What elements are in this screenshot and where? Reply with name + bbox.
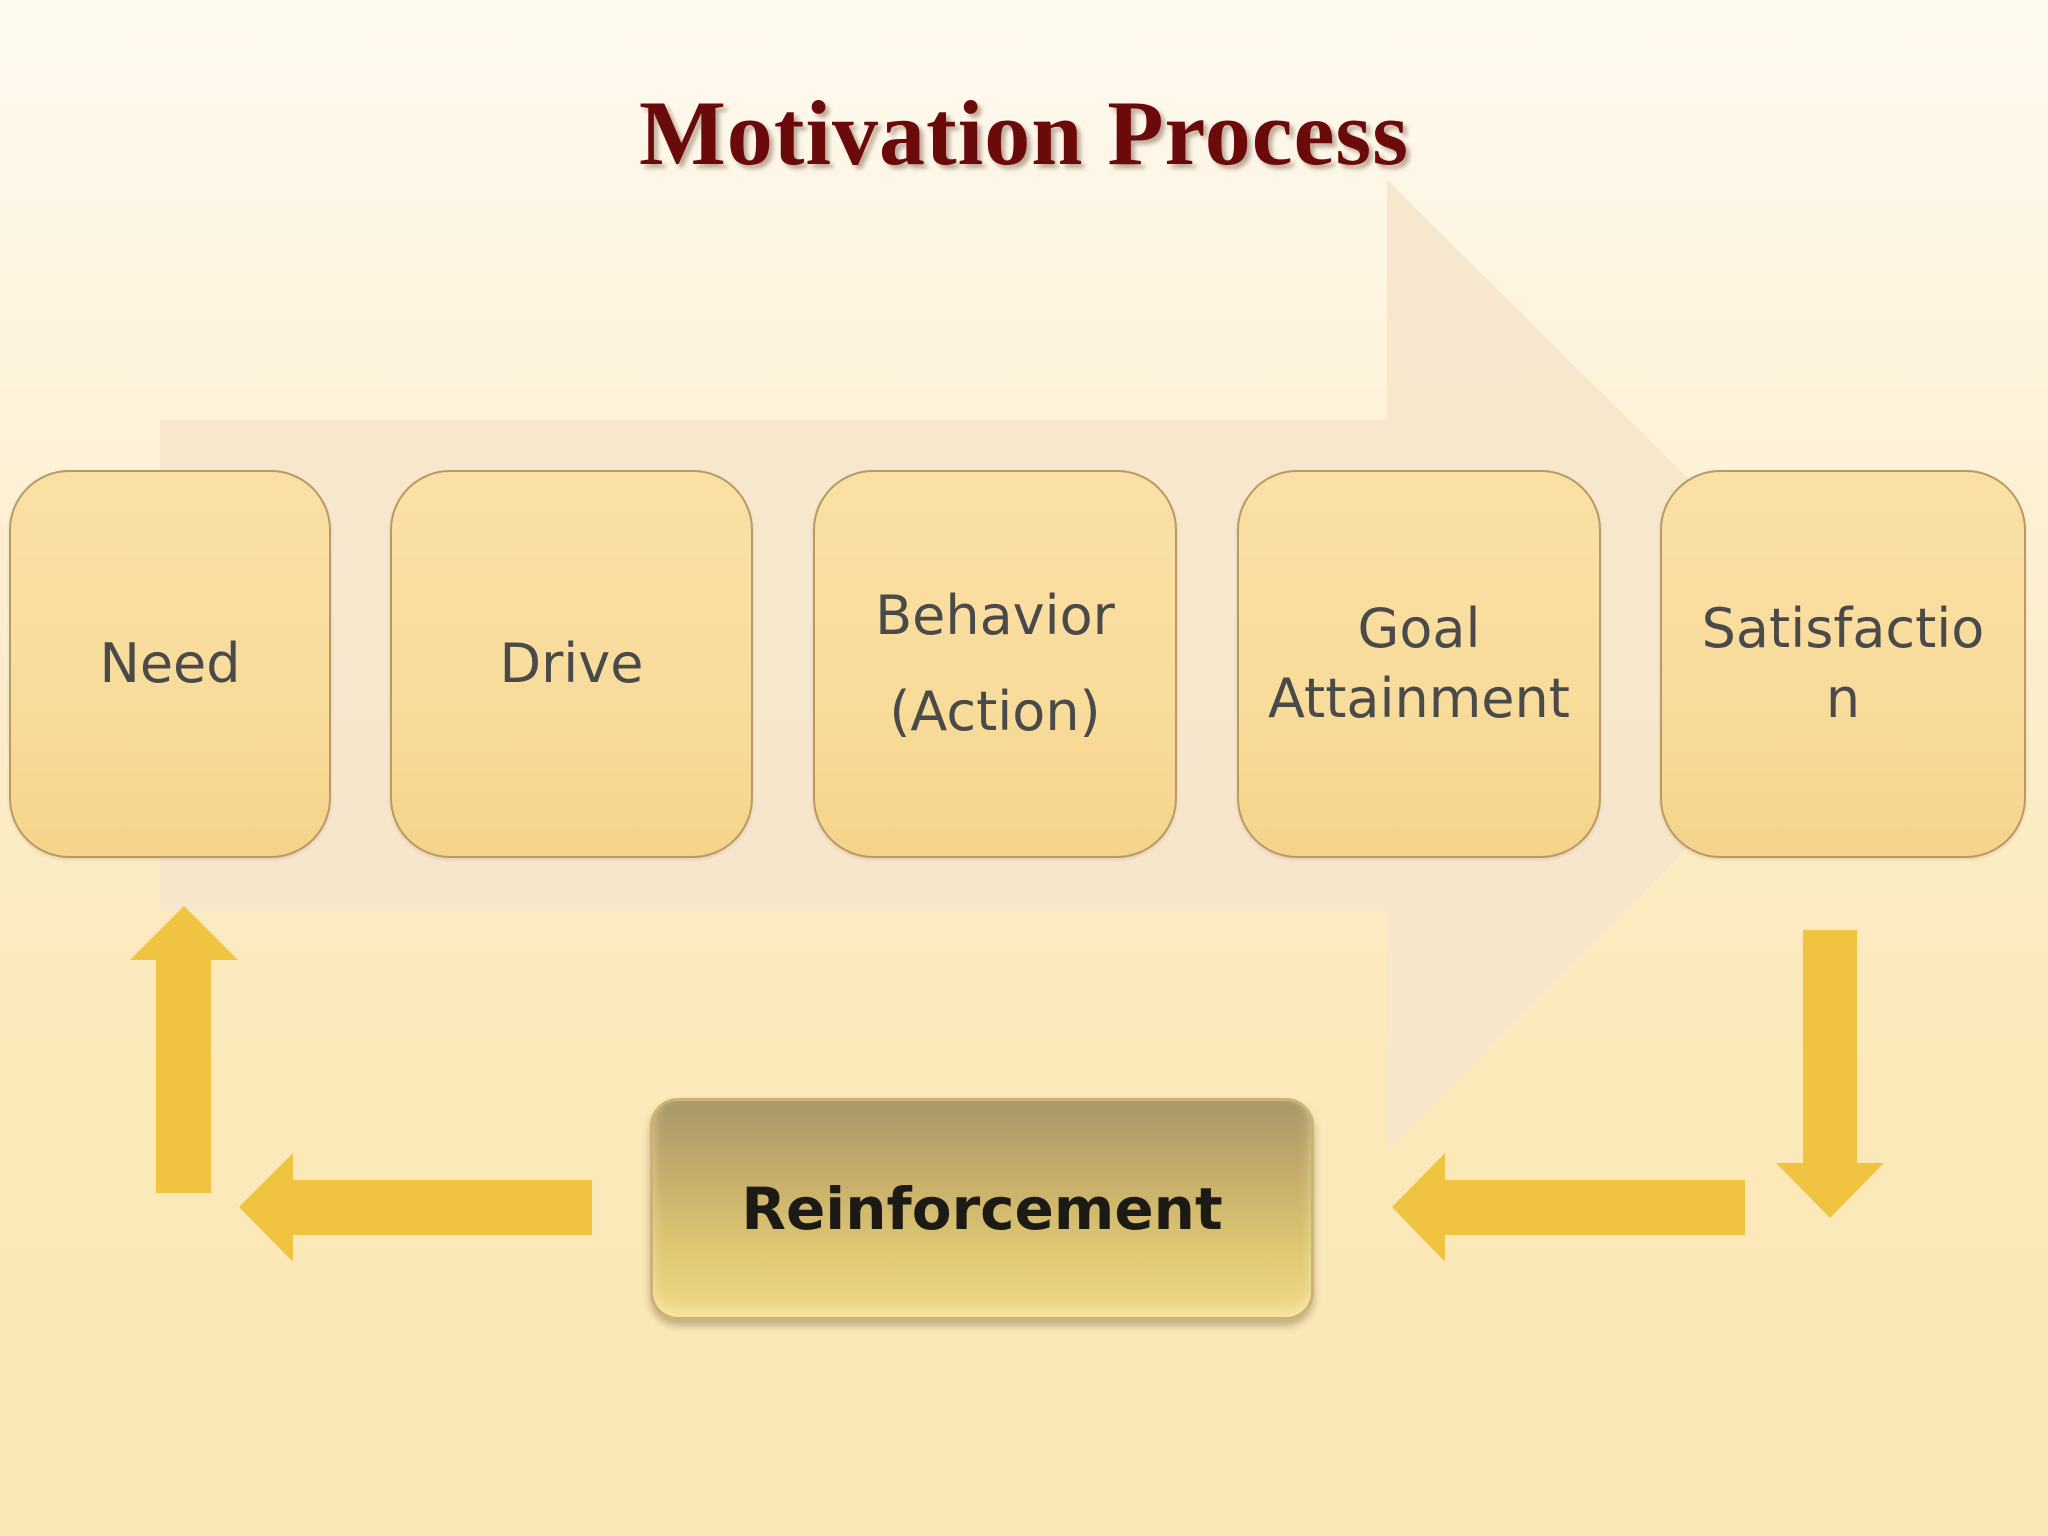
arrow-down-icon: [1776, 930, 1884, 1218]
page-title: Motivation Process: [638, 82, 1410, 184]
step-need-label: Need: [99, 632, 241, 695]
arrow-left-icon: [239, 1153, 592, 1262]
step-drive-label: Drive: [499, 632, 644, 695]
reinforcement-label: Reinforcement: [741, 1175, 1223, 1243]
step-goal-label-line2: Attainment: [1268, 667, 1570, 730]
step-behavior-label-line2: (Action): [889, 680, 1101, 743]
arrow-up-icon: [130, 906, 238, 1193]
reinforcement-box: Reinforcement: [650, 1098, 1314, 1320]
step-behavior-label-line1: Behavior: [875, 584, 1115, 647]
step-satisfaction-label-line1: Satisfactio: [1701, 597, 1985, 660]
step-behavior: Behavior (Action): [813, 470, 1177, 858]
step-drive: Drive: [390, 470, 753, 858]
step-goal-label-line1: Goal: [1357, 597, 1481, 660]
step-goal-attainment: Goal Attainment: [1237, 470, 1601, 858]
step-satisfaction: Satisfactio n: [1660, 470, 2026, 858]
step-need: Need: [9, 470, 331, 858]
arrow-left-icon: [1392, 1153, 1745, 1262]
step-satisfaction-label-line2: n: [1825, 667, 1861, 730]
